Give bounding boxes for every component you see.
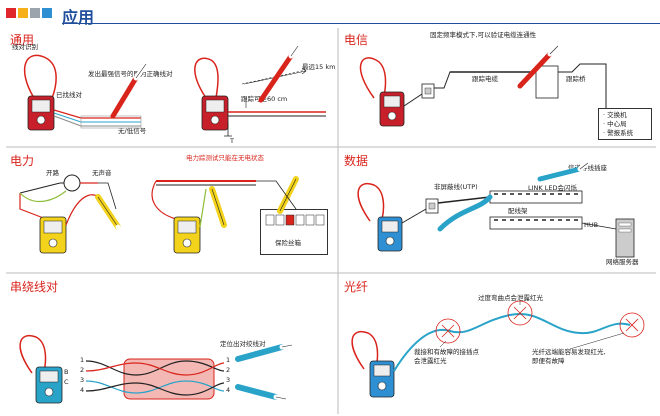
panel-fiber: 光纤 过度弯曲点会泄露红光 裁接和有故障的接插点 会泄露红光 光纤远端能容易发现… xyxy=(340,275,656,414)
page-title: 应用 xyxy=(62,8,95,27)
cable-bundle xyxy=(123,358,215,400)
fuse-rows xyxy=(265,214,325,226)
label-no-signal: 无/低信号 xyxy=(118,127,147,135)
header-square-blue xyxy=(42,8,52,18)
bulb xyxy=(63,174,81,192)
label-switch-open: 开路 xyxy=(46,169,59,177)
panel-general: 通用 线对识别 发出最强信号的即为正确线对 已找线对 无/低信号 最远15 km… xyxy=(6,28,336,146)
panel-data: 数据 信道导线插座 非屏蔽线(UTP) LINK LED会闪烁 配线架 HUB … xyxy=(340,149,656,271)
panel-title-power: 电力 xyxy=(10,154,35,168)
panel-telecom: 电信 固定频率模式下,可以验证电缆连通性 跟踪电缆 跟踪桥 · 交换机 · 中心… xyxy=(340,28,656,146)
label-fault-note-2: 会泄露红光 xyxy=(414,357,447,365)
label-correct-hint: 发出最强信号的即为正确线对 xyxy=(88,70,173,78)
fiber-diagram xyxy=(351,300,645,398)
pair-right-2: 2 xyxy=(226,366,231,374)
panel-title-data: 数据 xyxy=(344,154,369,168)
header-square-yellow xyxy=(18,8,28,18)
label-jack: 信道导线插座 xyxy=(568,164,607,172)
switch-item-1: · 交换机 xyxy=(603,111,627,119)
label-locate: 定位出对绞线对 xyxy=(220,340,266,348)
power-diagram xyxy=(19,174,325,254)
hub-panel xyxy=(489,216,583,230)
label-t: T xyxy=(230,137,234,145)
bridge-block xyxy=(535,65,559,99)
switch-box: · 交换机 · 中心局 · 警报系统 xyxy=(598,108,652,140)
fault-circle-3 xyxy=(619,312,645,338)
pair-left-2: 2 xyxy=(80,366,85,374)
label-power-note: 电力踪测试只能在无电状态 xyxy=(186,154,264,162)
header-square-red xyxy=(6,8,16,18)
pair-left-1: 1 xyxy=(80,356,85,364)
telecom-diagram xyxy=(359,43,607,127)
fault-circle-1 xyxy=(435,318,461,344)
panel-bundle: 串绕线对 定位出对绞线对 1 2 3 4 1 2 3 4 B C xyxy=(6,275,336,414)
bc-label-b: B xyxy=(64,368,69,376)
label-utp: 非屏蔽线(UTP) xyxy=(434,183,478,191)
pair-right-4: 4 xyxy=(226,386,231,394)
label-server: 网络服务器 xyxy=(606,258,639,266)
label-wire-trace: 线对识别 xyxy=(12,43,38,51)
general-diagram xyxy=(23,43,326,137)
panel-title-fiber: 光纤 xyxy=(344,280,369,294)
page-header: 应用 xyxy=(0,0,660,27)
panel-title-bundle: 串绕线对 xyxy=(10,280,59,294)
switch-item-2: · 中心局 xyxy=(603,120,627,128)
panel-title-general: 通用 xyxy=(10,33,35,47)
header-square-grey xyxy=(30,8,40,18)
pair-left-3: 3 xyxy=(80,376,85,384)
label-cable-follow: 跟踪电缆 xyxy=(472,75,498,83)
label-telecom-note: 固定频率模式下,可以验证电缆连通性 xyxy=(430,31,537,39)
label-silent: 无声音 xyxy=(92,169,112,177)
label-bridge-follow: 跟踪桥 xyxy=(566,75,586,83)
bundle-diagram xyxy=(19,334,295,404)
pair-right-3: 3 xyxy=(226,376,231,384)
label-distance: 最远15 km xyxy=(302,63,336,71)
label-bend-note: 过度弯曲点会泄露红光 xyxy=(478,294,543,302)
pair-right-1: 1 xyxy=(226,356,231,364)
panel-power: 电力 电力踪测试只能在无电状态 开路 无声音 保险丝箱 xyxy=(6,149,336,271)
server-icon xyxy=(615,218,635,258)
header-rule xyxy=(62,23,660,24)
switch-item-3: · 警报系统 xyxy=(603,129,634,137)
fuse-box-label: 保险丝箱 xyxy=(275,239,301,247)
label-link-led: LINK LED会闪烁 xyxy=(528,184,577,192)
panel-title-telecom: 电信 xyxy=(344,33,369,47)
label-far-note-2: 即便有故障 xyxy=(532,357,565,365)
pair-left-4: 4 xyxy=(80,386,85,394)
label-far-note-1: 光纤远端能容易发现红光, xyxy=(532,348,606,356)
label-patch: 配线架 xyxy=(508,207,528,215)
data-diagram xyxy=(357,160,635,258)
bc-label-c: C xyxy=(64,378,69,386)
patch-panel-1 xyxy=(489,190,583,204)
label-fault-note-1: 裁接和有故障的接插点 xyxy=(414,348,479,356)
label-found-pair: 已找线对 xyxy=(56,91,82,99)
